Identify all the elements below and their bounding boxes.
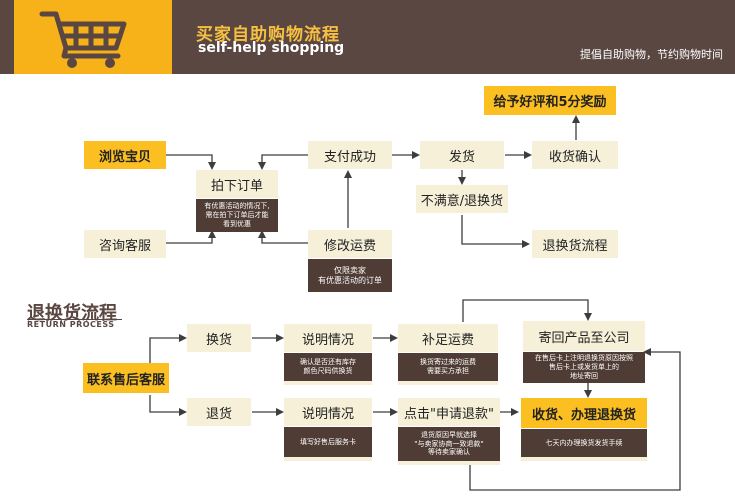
apply-underbar (398, 461, 500, 465)
explain-underbar-1 (284, 381, 372, 385)
arrow-browse-order (165, 154, 216, 170)
header-slogan: 提倡自助购物，节约购物时间 (580, 48, 723, 61)
explain-underbar-2 (284, 457, 372, 461)
apply-refund-note: 退货原因早就选择 "与卖家协商一致退款" 等待卖家确认 (398, 427, 500, 461)
exchange-box: 换货 (187, 324, 251, 352)
receive-return-underbar (521, 457, 647, 461)
refund-box: 退货 (187, 398, 251, 426)
arrow-unsatisfied-returnflow (461, 215, 530, 248)
arrow-pay-order (258, 154, 308, 170)
arrow-modify-order (258, 230, 310, 244)
pay-box: 支付成功 (308, 141, 392, 169)
supplement-fee-note: 换货寄过来的运费 需要买方承担 (398, 353, 498, 381)
supplement-underbar (398, 381, 498, 385)
arrow-loop-back (469, 348, 681, 491)
arrow-supplement-send (462, 299, 592, 322)
receive-return-box: 收货、办理退换货 (521, 398, 647, 428)
receive-confirm-box: 收货确认 (532, 141, 618, 169)
browse-box: 浏览宝贝 (84, 141, 166, 169)
explain-box-2: 说明情况 (284, 398, 372, 426)
order-box: 拍下订单 (196, 170, 278, 198)
shopping-cart-icon (39, 11, 127, 68)
return-process-title: 退换货流程 (27, 303, 117, 324)
send-back-note: 在售后卡上注明退换货原因按照 售后卡上或发货单上的 地址寄回 (523, 352, 645, 383)
ship-box: 发货 (420, 141, 504, 169)
apply-refund-box: 点击"申请退款" (398, 398, 500, 426)
modify-fee-note: 仅限卖家 有优惠活动的订单 (308, 259, 392, 292)
return-flow-box: 退换货流程 (532, 230, 618, 258)
header-title-cn: 买家自助购物流程 (196, 25, 340, 45)
contact-service-box: 联系售后客服 (83, 363, 169, 393)
modify-fee-box: 修改运费 (308, 230, 392, 258)
receive-return-note: 七天内办理换货发货手续 (521, 429, 647, 457)
review-box: 给予好评和5分奖励 (484, 86, 616, 115)
unsatisfied-box: 不满意/退换货 (416, 185, 508, 213)
explain-box-1: 说明情况 (284, 324, 372, 352)
send-back-box: 寄回产品至公司 (523, 321, 645, 351)
consult-box: 咨询客服 (84, 230, 166, 258)
arrow-consult-order (165, 230, 216, 244)
arrow-contact-refund (149, 395, 187, 416)
header-title-en: self-help shopping (198, 40, 345, 56)
explain-note-1: 确认是否还有库存 颜色尺码供换货 (284, 353, 372, 381)
order-note: 有优惠活动的情况下, 需在拍下订单后才能 看到优惠 (196, 199, 278, 232)
supplement-fee-box: 补足运费 (398, 324, 498, 352)
return-process-subtitle: RETURN PROCESS (27, 320, 115, 329)
title-divider (27, 319, 122, 320)
explain-note-2: 填写好售后服务卡 (284, 427, 372, 457)
logo-box (14, 0, 172, 74)
